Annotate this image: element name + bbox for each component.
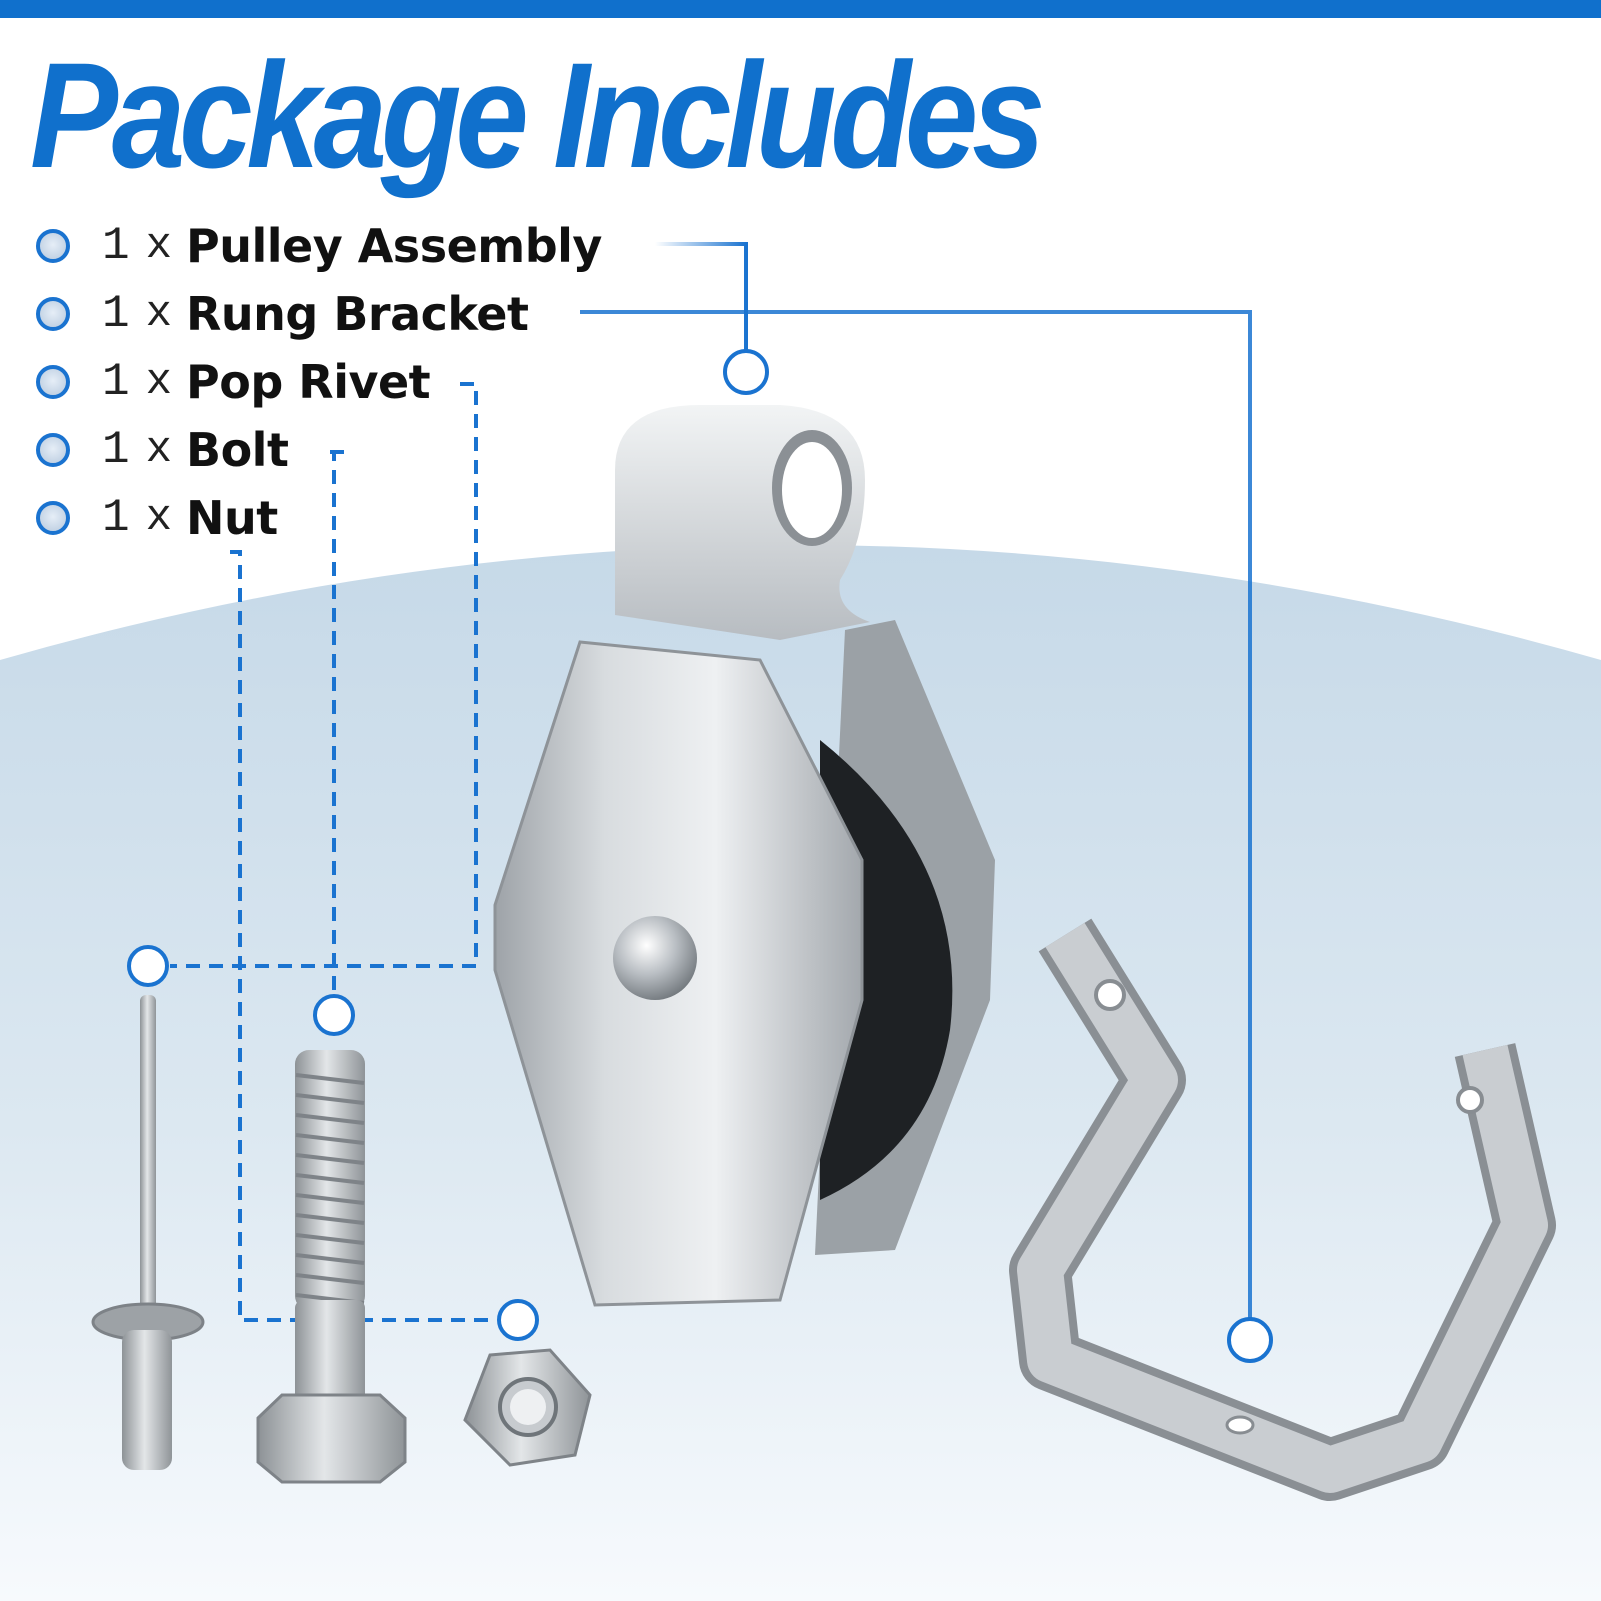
callout-line-rivet bbox=[170, 382, 478, 968]
bullet-circle-icon bbox=[36, 297, 70, 331]
item-quantity: 1 bbox=[102, 356, 132, 408]
item-name: Bolt bbox=[186, 423, 289, 477]
pulley-assembly-illustration bbox=[493, 405, 995, 1307]
callout-dot-rivet bbox=[127, 945, 169, 987]
list-item: 1 x Nut bbox=[36, 484, 602, 552]
bullet-circle-icon bbox=[36, 501, 70, 535]
item-multiplier: x bbox=[145, 493, 173, 543]
item-name: Pop Rivet bbox=[186, 355, 431, 409]
callout-lines bbox=[127, 242, 1273, 1363]
item-quantity: 1 bbox=[102, 424, 132, 476]
list-item: 1 x Rung Bracket bbox=[36, 280, 602, 348]
item-name: Rung Bracket bbox=[186, 287, 529, 341]
callout-dot-pulley bbox=[723, 349, 769, 395]
item-name: Nut bbox=[186, 491, 278, 545]
pop-rivet-illustration bbox=[91, 995, 205, 1470]
item-multiplier: x bbox=[145, 425, 173, 475]
list-item: 1 x Bolt bbox=[36, 416, 602, 484]
package-items-list: 1 x Pulley Assembly 1 x Rung Bracket 1 x… bbox=[36, 212, 602, 552]
top-accent-bar bbox=[0, 0, 1601, 18]
callout-line-bolt bbox=[330, 450, 346, 992]
callout-line-nut bbox=[230, 550, 496, 1322]
rung-bracket-illustration bbox=[1009, 918, 1556, 1501]
item-quantity: 1 bbox=[102, 492, 132, 544]
callout-dot-bolt bbox=[313, 994, 355, 1036]
bullet-circle-icon bbox=[36, 433, 70, 467]
callout-line-bracket bbox=[580, 310, 1252, 1318]
item-quantity: 1 bbox=[102, 288, 132, 340]
bullet-circle-icon bbox=[36, 365, 70, 399]
list-item: 1 x Pulley Assembly bbox=[36, 212, 602, 280]
item-multiplier: x bbox=[145, 221, 173, 271]
callout-dot-bracket bbox=[1227, 1317, 1273, 1363]
callout-line-pulley bbox=[655, 242, 748, 350]
bullet-circle-icon bbox=[36, 229, 70, 263]
page-title: Package Includes bbox=[30, 31, 1045, 199]
nut-illustration bbox=[463, 1348, 592, 1467]
item-multiplier: x bbox=[145, 357, 173, 407]
item-multiplier: x bbox=[145, 289, 173, 339]
bolt-illustration bbox=[256, 1050, 407, 1484]
item-quantity: 1 bbox=[102, 220, 132, 272]
callout-dot-nut bbox=[497, 1299, 539, 1341]
list-item: 1 x Pop Rivet bbox=[36, 348, 602, 416]
item-name: Pulley Assembly bbox=[186, 219, 602, 273]
